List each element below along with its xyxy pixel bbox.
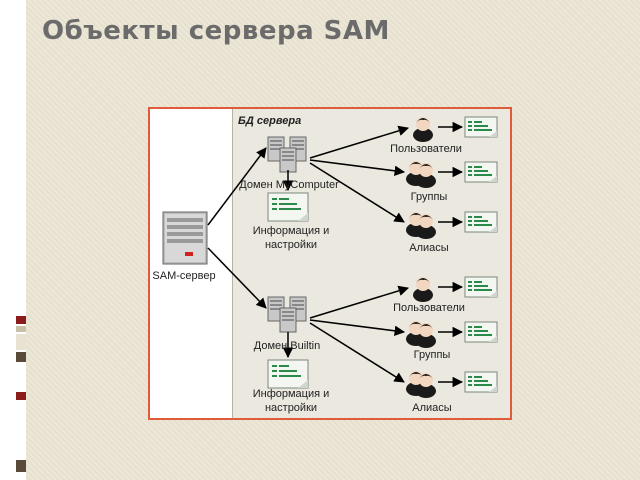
accent-segment: [16, 392, 26, 400]
aliases-label: Алиасы: [412, 402, 452, 414]
accent-segment: [16, 316, 26, 324]
server-db-label: БД сервера: [238, 115, 302, 127]
domain-computer-label: Домен MyComputer: [239, 179, 339, 191]
info-card-icon: [267, 192, 309, 222]
accent-segment: [16, 326, 26, 332]
info-label-line1: Информация и: [252, 225, 330, 237]
info-label-line2: настройки: [264, 402, 318, 414]
sam-server-label: SAM-сервер: [152, 270, 216, 282]
user-icon: [413, 277, 433, 302]
alias-group-icon: [406, 212, 436, 239]
info-card-icon: [464, 116, 498, 138]
groups-label: Группы: [413, 349, 451, 361]
info-card-icon: [464, 371, 498, 393]
domain-builtin-label: Домен Builtin: [253, 340, 321, 352]
page-title: Объекты сервера SAM: [42, 16, 390, 46]
info-label-line2: настройки: [264, 239, 318, 251]
accent-segment: [16, 334, 26, 350]
domain-computer-servers-icon: [267, 136, 307, 173]
accent-segment: [16, 352, 26, 362]
group-icon: [406, 321, 436, 348]
users-label: Пользователи: [390, 143, 462, 155]
info-label-line1: Информация и: [252, 388, 330, 400]
alias-group-icon: [406, 371, 436, 398]
domain-builtin-servers-icon: [267, 296, 307, 333]
user-icon: [413, 117, 433, 142]
aliases-label: Алиасы: [409, 242, 449, 254]
group-icon: [406, 161, 436, 188]
accent-segment: [16, 460, 26, 472]
info-card-icon: [464, 161, 498, 183]
info-card-icon: [464, 276, 498, 298]
info-card-icon: [267, 359, 309, 389]
groups-label: Группы: [410, 191, 448, 203]
info-card-icon: [464, 211, 498, 233]
info-card-icon: [464, 321, 498, 343]
left-accent-bar: [16, 0, 26, 480]
sam-server-icon: [162, 211, 208, 265]
users-label: Пользователи: [393, 302, 465, 314]
